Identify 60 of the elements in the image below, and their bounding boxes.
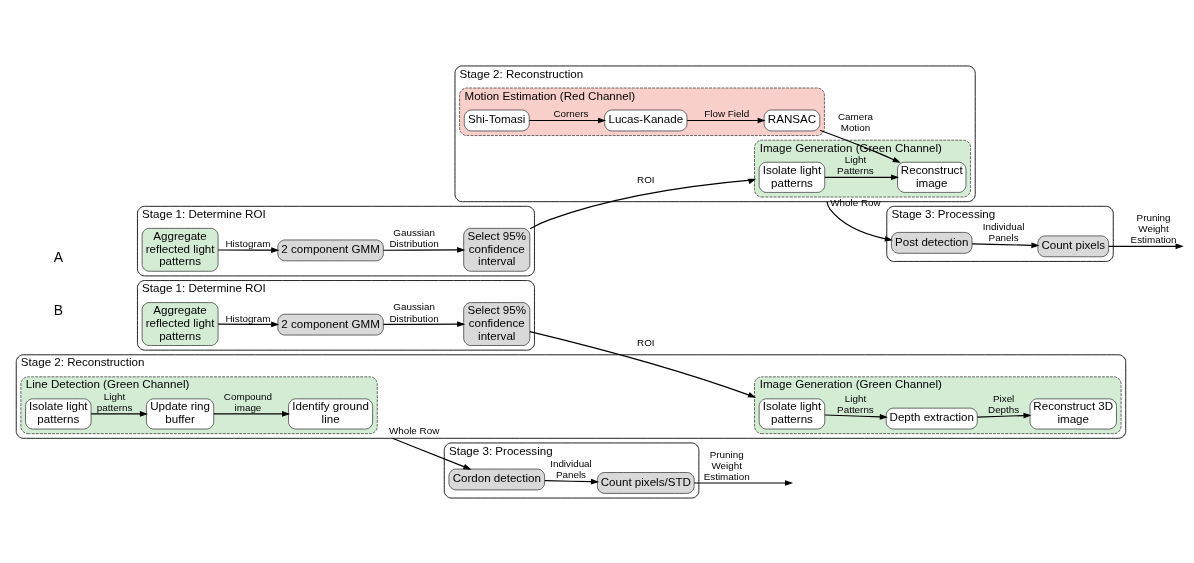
node-box: Update ring buffer [146,398,214,429]
arrow [976,412,1032,418]
node-box: Isolate light patterns [25,398,92,429]
node-box: 2 component GMM [277,313,384,335]
arrow [217,321,280,327]
node-box: Select 95% confidence interval [463,227,531,272]
edge-label: Individual Panels [550,457,592,480]
arrow [686,117,766,123]
edge-label: Pixel Depths [988,392,1020,415]
edge-label: Pruning Weight Estimation [703,448,750,482]
node-box: Isolate light patterns [758,398,825,429]
edge-label: Camera Motion [837,110,873,133]
node-box: Depth extraction [885,407,978,429]
label: A [53,248,63,265]
arrow [391,437,472,470]
edge-label: Flow Field [704,107,750,119]
edge-label: Gaussian Distribution [389,226,439,249]
edge-label: Whole Row [388,424,440,436]
arrow [213,410,291,417]
node-box: Lucas-Kanade [604,109,688,131]
edge-label: Gaussian Distribution [389,300,439,323]
arrow [544,478,600,485]
edge-label: Light Patterns [837,392,874,415]
node-box: Count pixels [1037,235,1109,257]
label: B [53,301,63,318]
arrow [529,178,757,229]
node-box: Post detection [891,231,973,254]
node-box: Reconstruct 3D image [1029,398,1117,429]
edge-label: Light patterns [96,390,133,413]
arrow [529,330,757,398]
edge-label: Light Patterns [837,153,874,176]
arrow [971,241,1040,248]
arrow [90,410,148,417]
arrow [528,117,607,123]
arrow [217,246,280,253]
arrow [824,173,900,180]
node-box: Cordon detection [448,468,545,490]
arrow [382,246,466,253]
edge-label: ROI [637,173,655,185]
arrow [382,320,466,327]
arrow [1108,243,1184,249]
node-box: Isolate light patterns [758,161,825,193]
edge-label: Pruning Weight Estimation [1130,211,1177,245]
arrow [693,479,794,486]
node-box: Count pixels/STD [597,471,695,494]
edge-label: Individual Panels [982,220,1025,243]
edge-label: Histogram [225,312,271,323]
node-box: Identify ground line [288,398,373,429]
edge-label: Compound image [223,390,273,413]
node-box: 2 component GMM [277,239,384,261]
node-box: Aggregate reflected light patterns [141,301,219,346]
edge-label: ROI [637,336,655,348]
node-box: Reconstruct image [897,161,967,193]
edge-label: Histogram [225,237,271,249]
node-box: RANSAC [763,109,821,131]
edge-label: Corners [553,107,589,119]
node-box: Select 95% confidence interval [463,301,531,346]
arrow [824,413,888,420]
node-box: Shi-Tomasi [463,109,530,131]
node-box: Aggregate reflected light patterns [141,227,219,272]
